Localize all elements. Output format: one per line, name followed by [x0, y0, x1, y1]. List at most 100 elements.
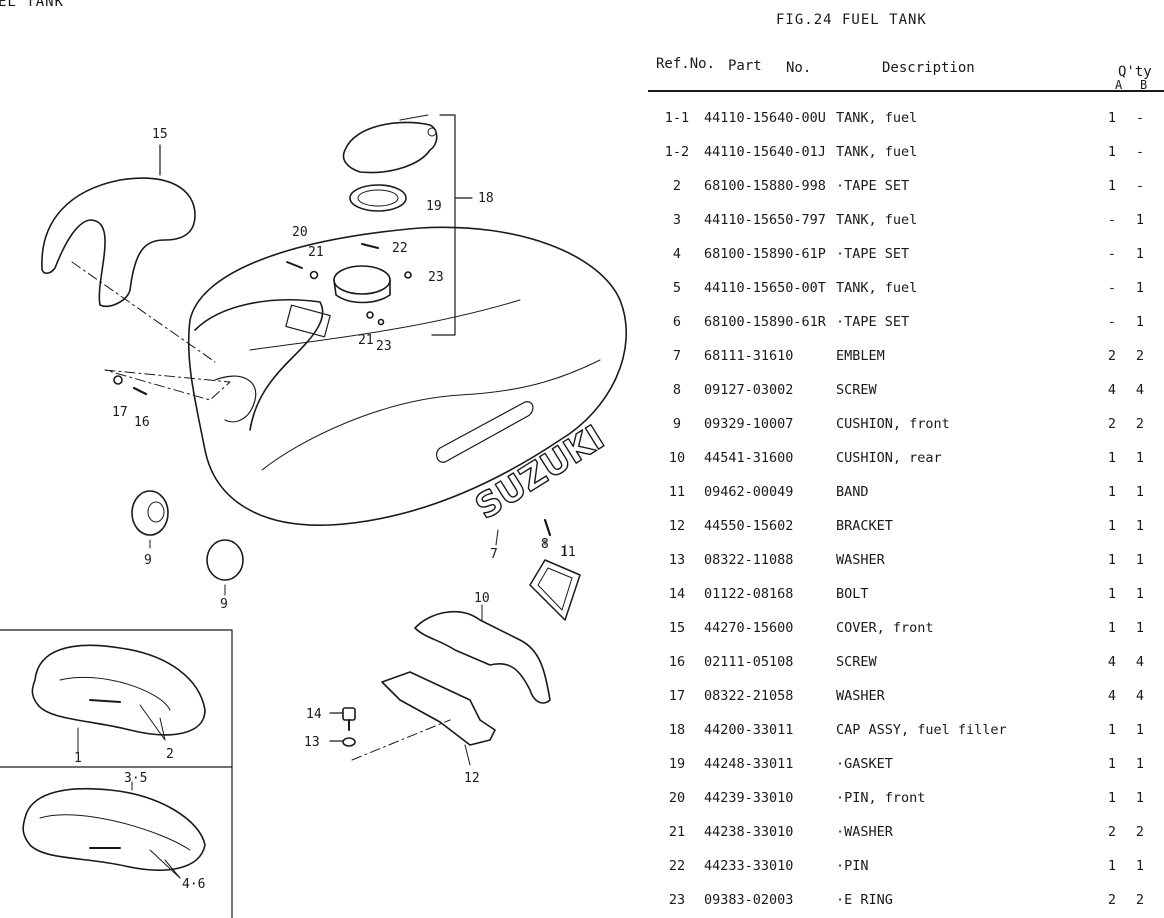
qty-a-cell: 1 — [1107, 722, 1117, 738]
part-number-cell: 68111-31610 — [704, 348, 794, 364]
callout-3-5: 3·5 — [124, 771, 147, 786]
bracket — [381, 671, 496, 746]
description-cell: ·GASKET — [836, 756, 893, 772]
part-number-cell: 44270-15600 — [704, 620, 794, 636]
callout-20: 20 — [292, 225, 308, 240]
ref-cell: 16 — [668, 654, 686, 670]
qty-a-cell: 1 — [1107, 552, 1117, 568]
qty-b-cell: 2 — [1135, 892, 1145, 908]
ref-cell: 21 — [668, 824, 686, 840]
ref-cell: 13 — [668, 552, 686, 568]
qty-a-cell: 1 — [1107, 144, 1117, 160]
qty-b-cell: 1 — [1135, 518, 1145, 534]
qty-b-cell: 1 — [1135, 212, 1145, 228]
qty-a-cell: 1 — [1107, 450, 1117, 466]
callout-8: 8 — [541, 537, 549, 552]
screw-8 — [543, 518, 552, 537]
description-cell: SCREW — [836, 654, 877, 670]
description-cell: BRACKET — [836, 518, 893, 534]
suzuki-emblem: SUZUKI — [469, 418, 612, 528]
qty-a-cell: 1 — [1107, 484, 1117, 500]
qty-a-cell: - — [1107, 246, 1117, 262]
ref-cell: 1-1 — [664, 110, 690, 126]
bolt-14 — [342, 707, 356, 721]
qty-b-cell: 1 — [1135, 586, 1145, 602]
qty-b-cell: 1 — [1135, 484, 1145, 500]
qty-a-cell: 1 — [1107, 858, 1117, 874]
part-number-cell: 44110-15650-00T — [704, 280, 826, 296]
ref-cell: 9 — [672, 416, 682, 432]
ref-cell: 4 — [672, 246, 682, 262]
qty-b-cell: 1 — [1135, 722, 1145, 738]
col-description-header: Description — [882, 60, 975, 76]
qty-a-cell: 1 — [1107, 178, 1117, 194]
qty-a-cell: 1 — [1107, 518, 1117, 534]
description-cell: WASHER — [836, 688, 885, 704]
description-cell: EMBLEM — [836, 348, 885, 364]
qty-a-cell: 1 — [1107, 756, 1117, 772]
part-number-cell: 44550-15602 — [704, 518, 794, 534]
description-cell: TANK, fuel — [836, 144, 918, 160]
callout-15: 15 — [152, 127, 168, 142]
ref-cell: 1-2 — [664, 144, 690, 160]
ref-cell: 12 — [668, 518, 686, 534]
tank-front-mount — [194, 299, 324, 431]
figure-title: FIG.24 FUEL TANK — [776, 12, 927, 28]
exploded-parts-diagram: SUZUKI — [0, 114, 628, 918]
callout-23b: 23 — [376, 339, 392, 354]
screw-16 — [132, 386, 148, 396]
variant-inset-frame — [0, 629, 233, 918]
part-number-cell: 68100-15890-61P — [704, 246, 826, 262]
part-number-cell: 44110-15640-01J — [704, 144, 826, 160]
ref-cell: 15 — [668, 620, 686, 636]
part-number-cell: 01122-08168 — [704, 586, 794, 602]
qty-b-cell: 2 — [1135, 348, 1145, 364]
ref-cell: 6 — [672, 314, 682, 330]
callout-2: 2 — [166, 747, 174, 762]
variant-tank-1 — [31, 644, 206, 736]
callout-11: 11 — [560, 545, 576, 560]
description-cell: CUSHION, front — [836, 416, 950, 432]
callout-7: 7 — [490, 547, 498, 562]
callout-12: 12 — [464, 771, 480, 786]
qty-a-cell: 1 — [1107, 586, 1117, 602]
qty-b-cell: 4 — [1135, 688, 1145, 704]
qty-b-cell: 1 — [1135, 790, 1145, 806]
description-cell: ·E RING — [836, 892, 893, 908]
band — [529, 559, 581, 621]
emblem-mount-plate — [435, 401, 534, 463]
callout-19: 19 — [426, 199, 442, 214]
col-part-header: Part — [728, 58, 762, 74]
pin-20 — [286, 261, 303, 269]
part-number-cell: 44239-33010 — [704, 790, 794, 806]
callout-10: 10 — [474, 591, 490, 606]
description-cell: ·PIN — [836, 858, 869, 874]
part-number-cell: 08322-11088 — [704, 552, 794, 568]
qty-a-cell: - — [1107, 212, 1117, 228]
washer-13 — [342, 737, 356, 747]
ref-cell: 19 — [668, 756, 686, 772]
part-number-cell: 09329-10007 — [704, 416, 794, 432]
part-number-cell: 44110-15650-797 — [704, 212, 826, 228]
qty-a-cell: 2 — [1107, 892, 1117, 908]
gasket — [349, 184, 407, 212]
page-title-fragment: EL TANK — [0, 0, 65, 10]
col-no-header: No. — [786, 60, 812, 76]
callout-4-6: 4·6 — [182, 877, 205, 892]
qty-b-cell: 1 — [1135, 314, 1145, 330]
qty-a-cell: - — [1107, 280, 1117, 296]
description-cell: CAP ASSY, fuel filler — [836, 722, 1007, 738]
ref-cell: 18 — [668, 722, 686, 738]
col-qty-header: Q'ty — [1118, 64, 1152, 80]
